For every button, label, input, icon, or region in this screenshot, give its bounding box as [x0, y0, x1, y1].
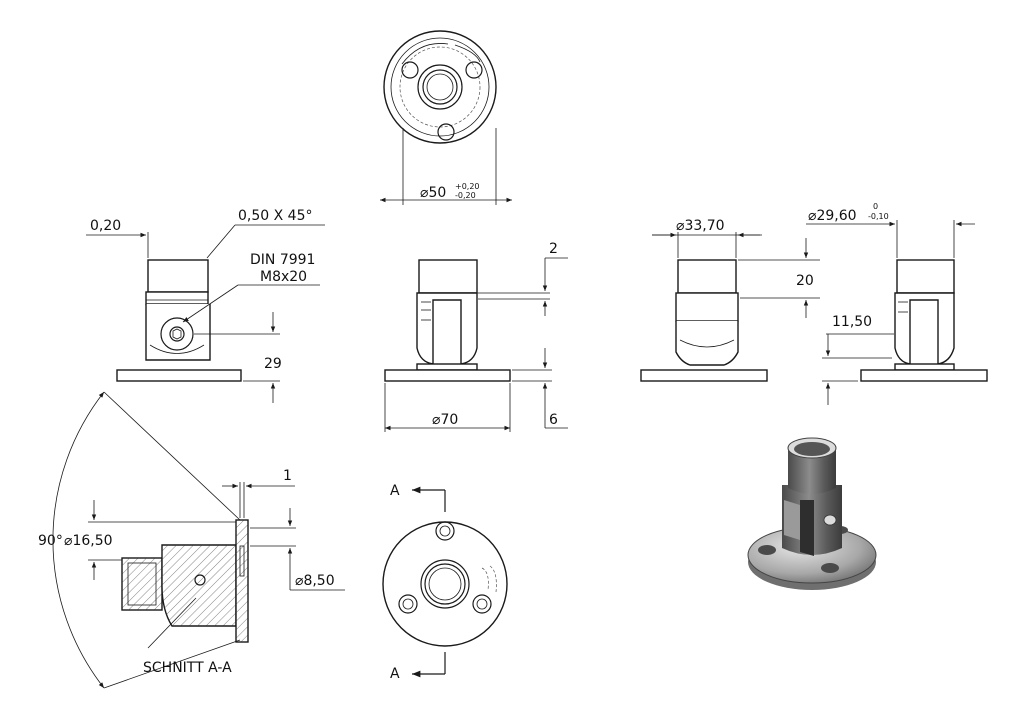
screw-standard: DIN 7991 — [250, 252, 315, 268]
dim-6: 6 — [549, 412, 558, 428]
dim-d50-tol-upper: +0,20 — [455, 182, 480, 191]
dim-11-50: 11,50 — [832, 314, 872, 330]
center-elevation-view: 2 6 ⌀70 — [384, 241, 568, 432]
svg-text:⌀29,60: ⌀29,60 — [808, 208, 857, 224]
dim-d16-50: 16,50 — [72, 533, 112, 549]
right-elevation-view-1: ⌀33,70 20 — [640, 218, 820, 382]
isometric-view — [747, 437, 877, 590]
bottom-view: A A — [382, 483, 508, 682]
section-a-a-view: 90° ⌀16,50 1 ⌀8,50 SCHNITT A-A — [38, 391, 345, 689]
left-elevation-view: 0,20 0,50 X 45° DIN 7991 M8x20 29 — [86, 208, 325, 403]
dia-symbol: ⌀ — [432, 412, 441, 428]
dia-symbol: ⌀ — [676, 218, 685, 234]
dim-d50-tol-lower: -0,20 — [455, 191, 476, 200]
dim-1: 1 — [283, 468, 292, 484]
dia-symbol: ⌀ — [64, 533, 73, 549]
dim-angle-90: 90° — [38, 533, 63, 549]
svg-text:⌀70: ⌀70 — [432, 412, 458, 428]
dim-d50: 50 — [428, 185, 446, 201]
screw-size: M8x20 — [260, 269, 307, 285]
section-marker-top: A — [390, 483, 400, 499]
dia-symbol: ⌀ — [808, 208, 817, 224]
dim-chamfer-offset: 0,20 — [90, 218, 121, 234]
dim-d29-tol-lower: -0,10 — [868, 212, 889, 221]
dim-chamfer: 0,50 X 45° — [238, 208, 312, 224]
dim-d33-70: 33,70 — [684, 218, 724, 234]
svg-text:⌀16,50: ⌀16,50 — [64, 533, 113, 549]
dim-height-29: 29 — [264, 356, 282, 372]
dim-d70: 70 — [440, 412, 458, 428]
dim-d29-60: 29,60 — [816, 208, 856, 224]
svg-text:⌀8,50: ⌀8,50 — [295, 573, 335, 589]
top-view: ⌀50 +0,20 -0,20 — [380, 30, 512, 205]
dia-symbol: ⌀ — [420, 185, 429, 201]
section-title: SCHNITT A-A — [143, 660, 232, 676]
dim-2: 2 — [549, 241, 558, 257]
section-marker-bottom: A — [390, 666, 400, 682]
dia-symbol: ⌀ — [295, 573, 304, 589]
svg-text:⌀50: ⌀50 — [420, 185, 446, 201]
dim-20: 20 — [796, 273, 814, 289]
right-elevation-view-2: ⌀29,60 0 -0,10 11,50 — [806, 202, 988, 405]
svg-text:⌀33,70: ⌀33,70 — [676, 218, 725, 234]
dim-d29-tol-upper: 0 — [873, 202, 878, 211]
dim-d8-50: 8,50 — [303, 573, 334, 589]
